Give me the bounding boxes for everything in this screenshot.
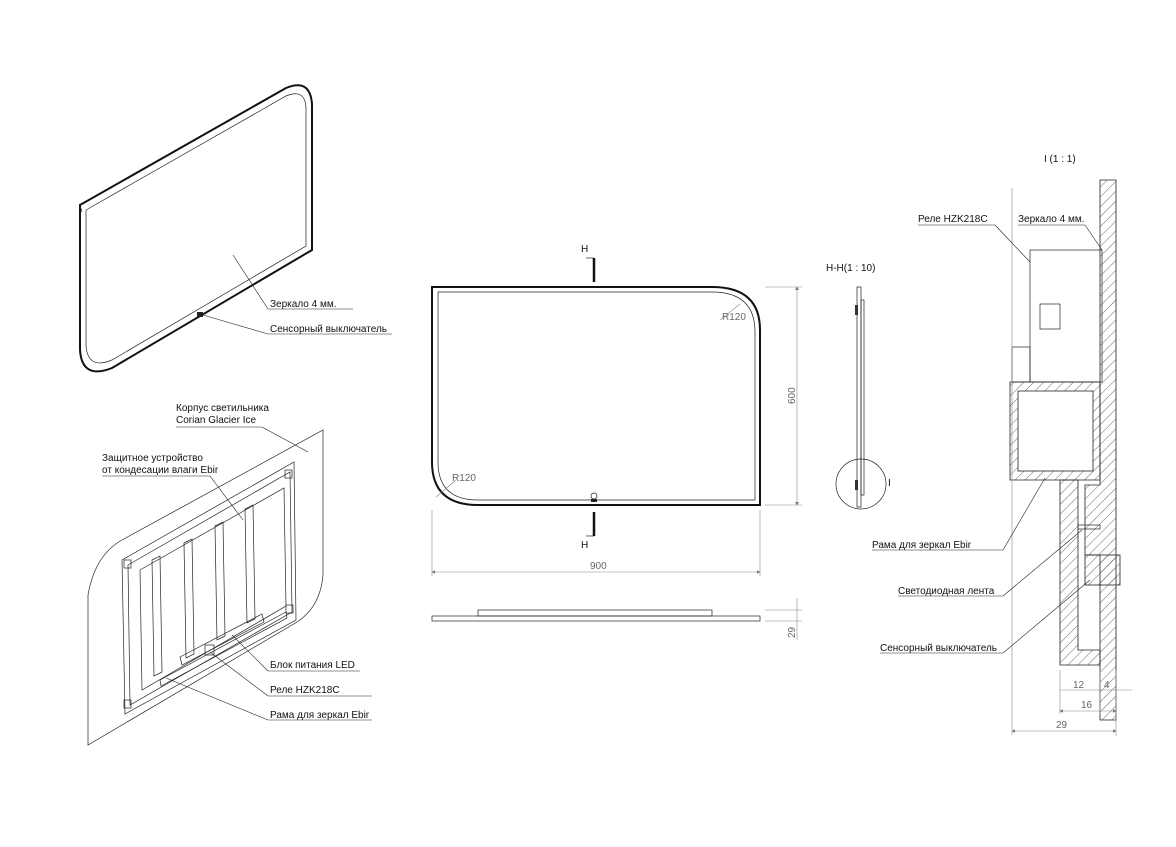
radius-top: R120 [722,312,746,323]
label-condensation-2: от кондесации влаги Ebir [102,465,219,476]
dim-detail-4: 4 [1104,680,1110,691]
dim-detail-16: 16 [1081,700,1093,711]
leader-frame [165,677,269,721]
radius-bottom: R120 [452,473,476,484]
leader-mirror [232,254,269,310]
section-mark-bottom: H [581,540,588,551]
detail-led-profile [1059,479,1101,666]
dim-detail-29: 29 [1056,720,1068,731]
iso-back-slats [151,504,256,677]
label-condensation-1: Защитное устройство [102,453,203,464]
iso-front-mirror [79,84,313,373]
dim-width: 900 [590,561,607,572]
detail-callout-circle [835,458,887,510]
label-psu: Блок питания LED [270,660,355,671]
detail-label-mirror: Зеркало 4 мм. [1018,214,1084,225]
detail-i-title: I (1 : 1) [1044,154,1076,165]
label-mirror-4mm: Зеркало 4 мм. [270,299,336,310]
detail-i-view: I (1 : 1) Реле HZK218C Зеркало 4 мм. Рам… [872,154,1132,736]
bottom-view: 29 [431,598,802,640]
bottom-frame-edge [477,609,713,617]
detail-relay [1029,249,1103,383]
iso-back-frame [121,461,297,715]
dim-depth: 29 [787,626,798,638]
leader-psu [231,634,269,672]
iso-front-sensor [197,312,203,317]
front-outline [431,286,761,506]
label-housing-1: Корпус светильника [176,403,269,414]
leader-sensor [202,314,269,335]
detail-label-sensor: Сенсорный выключатель [880,643,997,654]
leader-relay [209,651,269,697]
detail-label-led: Светодиодная лента [898,586,995,597]
iso-back-psu [179,613,265,666]
iso-front-mirror-inner [85,93,307,364]
bottom-mirror-edge [431,615,761,622]
iso-back-housing [87,429,324,746]
dim-height: 600 [787,387,798,404]
label-relay: Реле HZK218C [270,685,340,696]
section-hh-view: H-H(1 : 10) I [826,263,891,510]
label-sensor-switch: Сенсорный выключатель [270,324,387,335]
detail-label-relay: Реле HZK218C [918,214,988,225]
iso-front-view: Зеркало 4 мм. Сенсорный выключатель [79,84,392,373]
label-housing-2: Corian Glacier Ice [176,415,256,426]
iso-back-relay [204,644,215,656]
detail-label-frame: Рама для зеркал Ebir [872,540,972,551]
front-sensor [590,492,598,500]
iso-back-view: Корпус светильника Corian Glacier Ice За… [87,403,372,746]
label-frame: Рама для зеркал Ebir [270,710,370,721]
section-mirror [856,286,862,508]
detail-mark: I [888,478,891,489]
front-inner-outline [437,291,756,501]
dim-detail-12: 12 [1073,680,1085,691]
section-mark-top: H [581,244,588,255]
front-view: R120 R120 H H 900 600 [431,244,802,576]
section-hh-title: H-H(1 : 10) [826,263,875,274]
